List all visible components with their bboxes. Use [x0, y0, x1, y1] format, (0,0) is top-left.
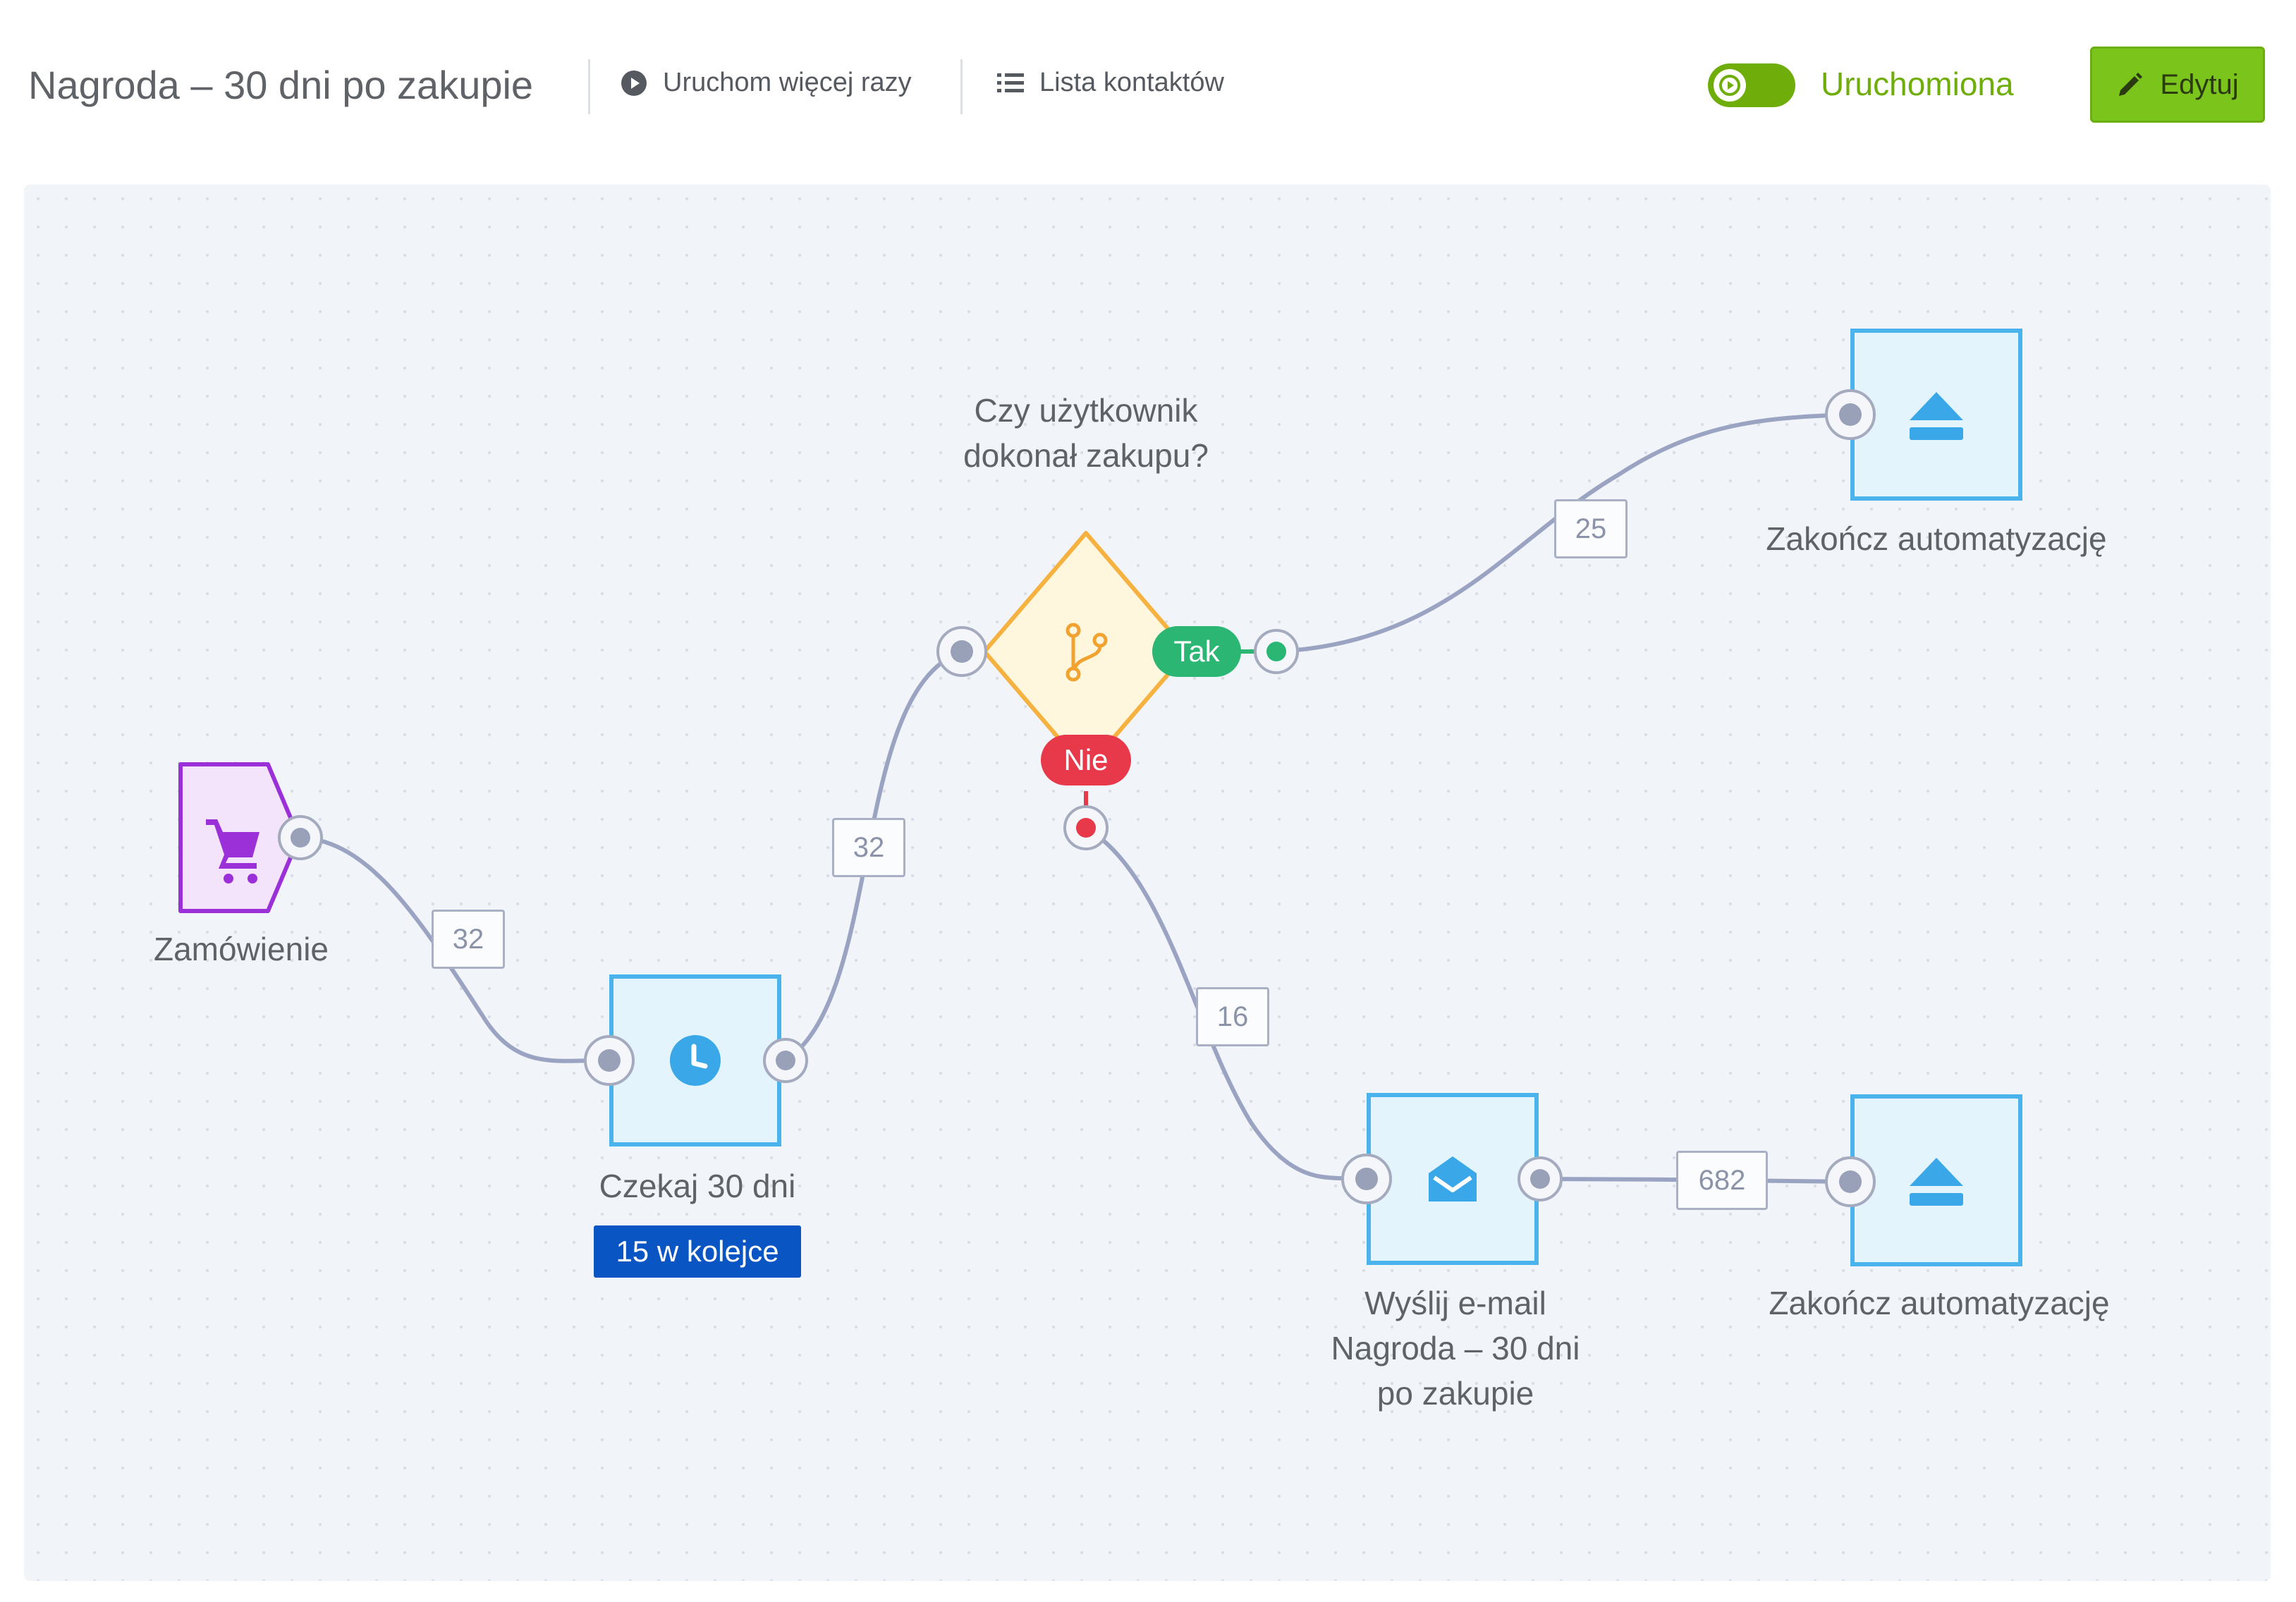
email-label-line3: po zakupie	[1376, 1375, 1534, 1412]
end-node-bottom[interactable]	[1850, 1094, 2022, 1266]
header-divider	[588, 59, 590, 114]
wire-trigger-to-wait	[300, 836, 610, 1063]
wait-node[interactable]	[609, 974, 781, 1147]
no-branch-pill[interactable]: Nie	[1041, 735, 1131, 785]
condition-question: Czy użytkownik dokonał zakupu?	[963, 388, 1209, 478]
run-status-toggle[interactable]	[1708, 63, 1795, 107]
email-node[interactable]	[1367, 1093, 1539, 1265]
header: Nagroda – 30 dni po zakupie Uruchom więc…	[0, 0, 2296, 176]
header-divider	[960, 59, 963, 114]
wait-label: Czekaj 30 dni	[599, 1168, 796, 1204]
no-output-port[interactable]	[1063, 805, 1109, 850]
wait-input-port[interactable]	[584, 1035, 635, 1086]
condition-input-port[interactable]	[936, 626, 987, 677]
email-label-line1: Wyślij e-mail	[1364, 1285, 1546, 1321]
queue-badge[interactable]: 15 w kolejce	[594, 1225, 801, 1278]
end-top-input-port[interactable]	[1825, 389, 1876, 440]
run-more-button[interactable]: Uruchom więcej razy	[621, 68, 912, 98]
clock-icon	[670, 1035, 721, 1086]
play-icon	[1719, 75, 1740, 96]
run-more-label: Uruchom więcej razy	[663, 68, 912, 97]
contacts-list-button[interactable]: Lista kontaktów	[997, 68, 1224, 98]
wire-yes-to-end	[1276, 412, 1851, 654]
condition-question-line1: Czy użytkownik	[974, 392, 1198, 429]
end-node-top[interactable]	[1850, 329, 2022, 501]
contacts-list-label: Lista kontaktów	[1039, 68, 1224, 97]
eject-icon	[1910, 392, 1963, 440]
cart-icon	[206, 819, 259, 883]
trigger-node[interactable]	[178, 762, 301, 913]
eject-icon	[1910, 1158, 1963, 1206]
status-label: Uruchomiona	[1821, 66, 2014, 102]
count-wait-to-condition: 32	[832, 818, 905, 877]
yes-output-port[interactable]	[1254, 629, 1299, 674]
condition-question-line2: dokonał zakupu?	[963, 437, 1209, 474]
email-output-port[interactable]	[1518, 1156, 1563, 1202]
yes-branch-pill[interactable]: Tak	[1152, 626, 1241, 677]
page-title: Nagroda – 30 dni po zakupie	[28, 63, 534, 107]
trigger-label: Zamówienie	[154, 931, 329, 967]
pencil-icon	[2119, 73, 2143, 96]
edit-button[interactable]: Edytuj	[2090, 47, 2265, 123]
branch-icon	[1065, 623, 1108, 682]
connection-lines	[178, 412, 1851, 1184]
wait-output-port[interactable]	[763, 1038, 808, 1083]
email-label-line2: Nagroda – 30 dni	[1331, 1330, 1580, 1366]
play-circle-icon	[621, 70, 647, 96]
end-bottom-label: Zakończ automatyzację	[1769, 1285, 2110, 1321]
email-label: Wyślij e-mail Nagroda – 30 dni po zakupi…	[1331, 1280, 1580, 1416]
envelope-icon	[1429, 1156, 1477, 1202]
end-top-label: Zakończ automatyzację	[1766, 520, 2107, 557]
count-trigger-to-wait: 32	[432, 910, 505, 969]
end-bottom-input-port[interactable]	[1825, 1156, 1876, 1207]
email-input-port[interactable]	[1341, 1154, 1392, 1204]
automation-canvas[interactable]: Zamówienie 32 Czekaj 30 dni 15 w kolejce…	[24, 185, 2271, 1581]
count-yes-to-end: 25	[1554, 499, 1628, 558]
count-no-to-email: 16	[1196, 987, 1269, 1046]
toggle-knob	[1714, 69, 1746, 102]
list-icon	[997, 73, 1024, 92]
wire-no-to-email	[1085, 826, 1350, 1181]
edit-label: Edytuj	[2160, 68, 2239, 100]
trigger-output-port[interactable]	[278, 815, 323, 860]
count-email-to-end: 682	[1676, 1151, 1768, 1210]
